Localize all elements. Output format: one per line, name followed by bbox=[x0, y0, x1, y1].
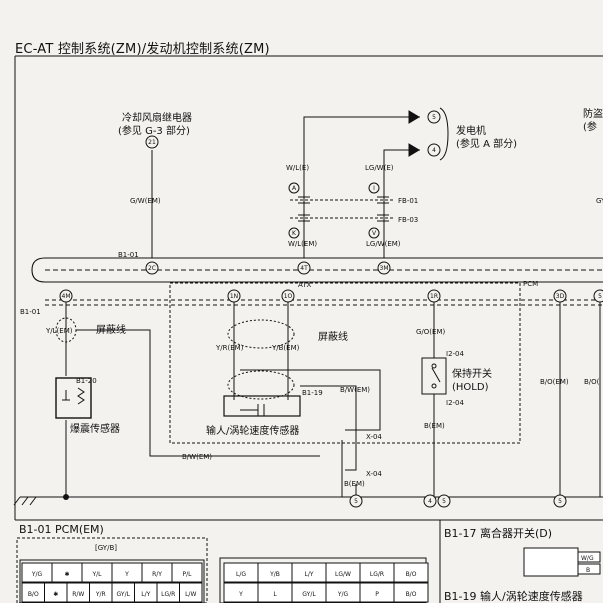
generator-label: 发电机 bbox=[456, 124, 486, 137]
wire-go-em: G/O(EM) bbox=[416, 328, 445, 336]
pcm-b-row1-cell bbox=[393, 562, 429, 583]
wire-bo-em: B/O(EM) bbox=[540, 378, 569, 386]
shield-label-right: 屏蔽线 bbox=[318, 330, 348, 343]
shield-label-left: 屏蔽线 bbox=[96, 323, 126, 336]
bottom-partial-title: B1-19 输人/涡轮速度传感器 bbox=[444, 589, 583, 603]
clutch-b: B bbox=[586, 567, 590, 574]
pcm-b-row2-cell bbox=[393, 582, 429, 603]
pcm-b-row1-pin: L/Y bbox=[304, 571, 313, 578]
connector-i: I bbox=[373, 185, 375, 192]
connector-bottom-5: 5 bbox=[354, 498, 358, 505]
pcm-b-row1-pin: L/G bbox=[236, 571, 246, 578]
fuse-fb01: FB-01 bbox=[398, 197, 418, 205]
code-i204-b: I2-04 bbox=[446, 399, 464, 407]
wire-yr-em: Y/R(EM) bbox=[215, 344, 244, 352]
connector-3m: 3M bbox=[380, 265, 389, 272]
pcm-b-row2-pin: B/O bbox=[406, 591, 417, 598]
wire-bw-em-2: B/W(EM) bbox=[182, 453, 212, 461]
generator-terminal-4: 4 bbox=[432, 147, 436, 154]
pcm-connector-title: B1-01 PCM(EM) bbox=[19, 523, 104, 536]
fan-relay-label: 冷却风扇继电器 bbox=[122, 111, 192, 124]
knock-sensor-label: 爆震传感器 bbox=[70, 422, 120, 435]
turbine-sensor-label: 输人/涡轮速度传感器 bbox=[206, 424, 299, 437]
pcm-row1-pin: Y bbox=[124, 571, 129, 578]
pcm-b-row1-pin: LG/R bbox=[370, 571, 384, 578]
pcm-row1-pin: Y/L bbox=[91, 571, 102, 578]
connector-v: V bbox=[372, 230, 377, 237]
pcm-row2-pin: L/Y bbox=[141, 591, 150, 598]
wire-b-em-2: B(EM) bbox=[424, 422, 445, 430]
connector-k: K bbox=[292, 230, 297, 237]
connector-1n: 1N bbox=[230, 293, 238, 300]
clutch-switch-title: B1-17 离合器开关(D) bbox=[444, 526, 552, 540]
wire-yb-em: Y/B(EM) bbox=[271, 344, 300, 352]
partial-label-2: (参 bbox=[583, 120, 597, 133]
code-x04-b: X-04 bbox=[366, 470, 382, 478]
connector-bottom-4: 4 bbox=[428, 498, 432, 505]
fuse-fb03: FB-03 bbox=[398, 216, 418, 224]
atx-label: ATX bbox=[298, 281, 312, 289]
pcm-gyb: [GY/B] bbox=[95, 544, 117, 552]
hold-switch-label: 保持开关 bbox=[452, 367, 492, 380]
connector-a: A bbox=[292, 185, 297, 192]
pcm-row1-pin: P/L bbox=[183, 571, 193, 578]
connector-pin-grid: Y/G ✱ Y/L Y R/Y P/L B/O ✱ R/W Y/R GY/L L/Y LG/R L/W L/… bbox=[21, 562, 429, 603]
wire-gw: G/W(EM) bbox=[130, 197, 161, 205]
connector-21: 21 bbox=[148, 139, 156, 146]
pcm-b-row1-pin: LG/W bbox=[335, 571, 351, 578]
pcm-row1-pin: Y/G bbox=[31, 571, 43, 578]
pcm-row2-pin: L/W bbox=[185, 591, 196, 598]
code-b119: B1-19 bbox=[302, 389, 323, 397]
connector-1o: 1O bbox=[284, 293, 293, 300]
connector-4m: 4M bbox=[62, 293, 71, 300]
pcm-b-row2-pin: GY/L bbox=[302, 591, 316, 598]
pcm-row1-cell bbox=[171, 562, 203, 583]
wire-lgw-em: LG/W(EM) bbox=[366, 240, 401, 248]
partial-label-1: 防盗 bbox=[583, 107, 603, 120]
connector-5-right: 5 bbox=[598, 293, 602, 300]
connector-bottom-5b: 5 bbox=[442, 498, 446, 505]
wire-gy: GY bbox=[596, 197, 603, 205]
wire-b-em: B(EM) bbox=[344, 480, 365, 488]
pcm-label: PCM bbox=[523, 280, 538, 288]
wire-lgw-e: LG/W(E) bbox=[365, 164, 394, 172]
pcm-row2-pin: GY/L bbox=[117, 591, 131, 598]
wire-yl-em: Y/L(EM) bbox=[45, 327, 73, 335]
page-title: EC-AT 控制系统(ZM)/发动机控制系统(ZM) bbox=[15, 42, 270, 57]
wire-bw-em: B/W(EM) bbox=[340, 386, 370, 394]
pcm-b-row1-pin: B/O bbox=[406, 571, 417, 578]
connector-3d: 3D bbox=[556, 293, 565, 300]
connector-1r: 1R bbox=[430, 293, 438, 300]
generator-ref: (参见 A 部分) bbox=[456, 137, 517, 150]
pcm-row2-pin: ✱ bbox=[53, 591, 58, 598]
clutch-wg: W/G bbox=[581, 555, 594, 562]
fan-relay-ref: (参见 G-3 部分) bbox=[118, 124, 190, 137]
pcm-row2-pin: Y/R bbox=[95, 591, 106, 598]
hold-switch-sub: (HOLD) bbox=[452, 382, 489, 393]
pcm-b-row2-pin: Y/G bbox=[337, 591, 349, 598]
connector-bottom-5c: 5 bbox=[558, 498, 562, 505]
pcm-row2-cell bbox=[179, 582, 203, 603]
wire-wl-e: W/L(E) bbox=[286, 164, 309, 172]
pcm-row2-pin: R/W bbox=[72, 591, 84, 598]
code-b101-left: B1-01 bbox=[20, 308, 41, 316]
pcm-b-row2-pin: Y bbox=[238, 591, 243, 598]
connector-2c: 2C bbox=[148, 265, 156, 272]
code-x04: X-04 bbox=[366, 433, 382, 441]
connector-4t: 4T bbox=[300, 265, 308, 272]
wire-wl-em: W/L(EM) bbox=[288, 240, 317, 248]
wire-bo-em-2: B/O( bbox=[584, 378, 600, 386]
generator-terminal-5: 5 bbox=[432, 114, 436, 121]
pcm-row2-pin: B/O bbox=[28, 591, 39, 598]
pcm-row1-pin: ✱ bbox=[64, 571, 69, 578]
pcm-b-row2-pin: L bbox=[273, 591, 277, 598]
pcm-row1-pin: R/Y bbox=[152, 571, 162, 578]
code-b101: B1-01 bbox=[118, 251, 139, 259]
pcm-b-row1-pin: Y/B bbox=[269, 571, 280, 578]
pcm-b-row2-pin: P bbox=[375, 591, 379, 598]
code-i204: I2-04 bbox=[446, 350, 464, 358]
pcm-row2-pin: LG/R bbox=[161, 591, 175, 598]
code-b120: B1-20 bbox=[76, 377, 97, 385]
